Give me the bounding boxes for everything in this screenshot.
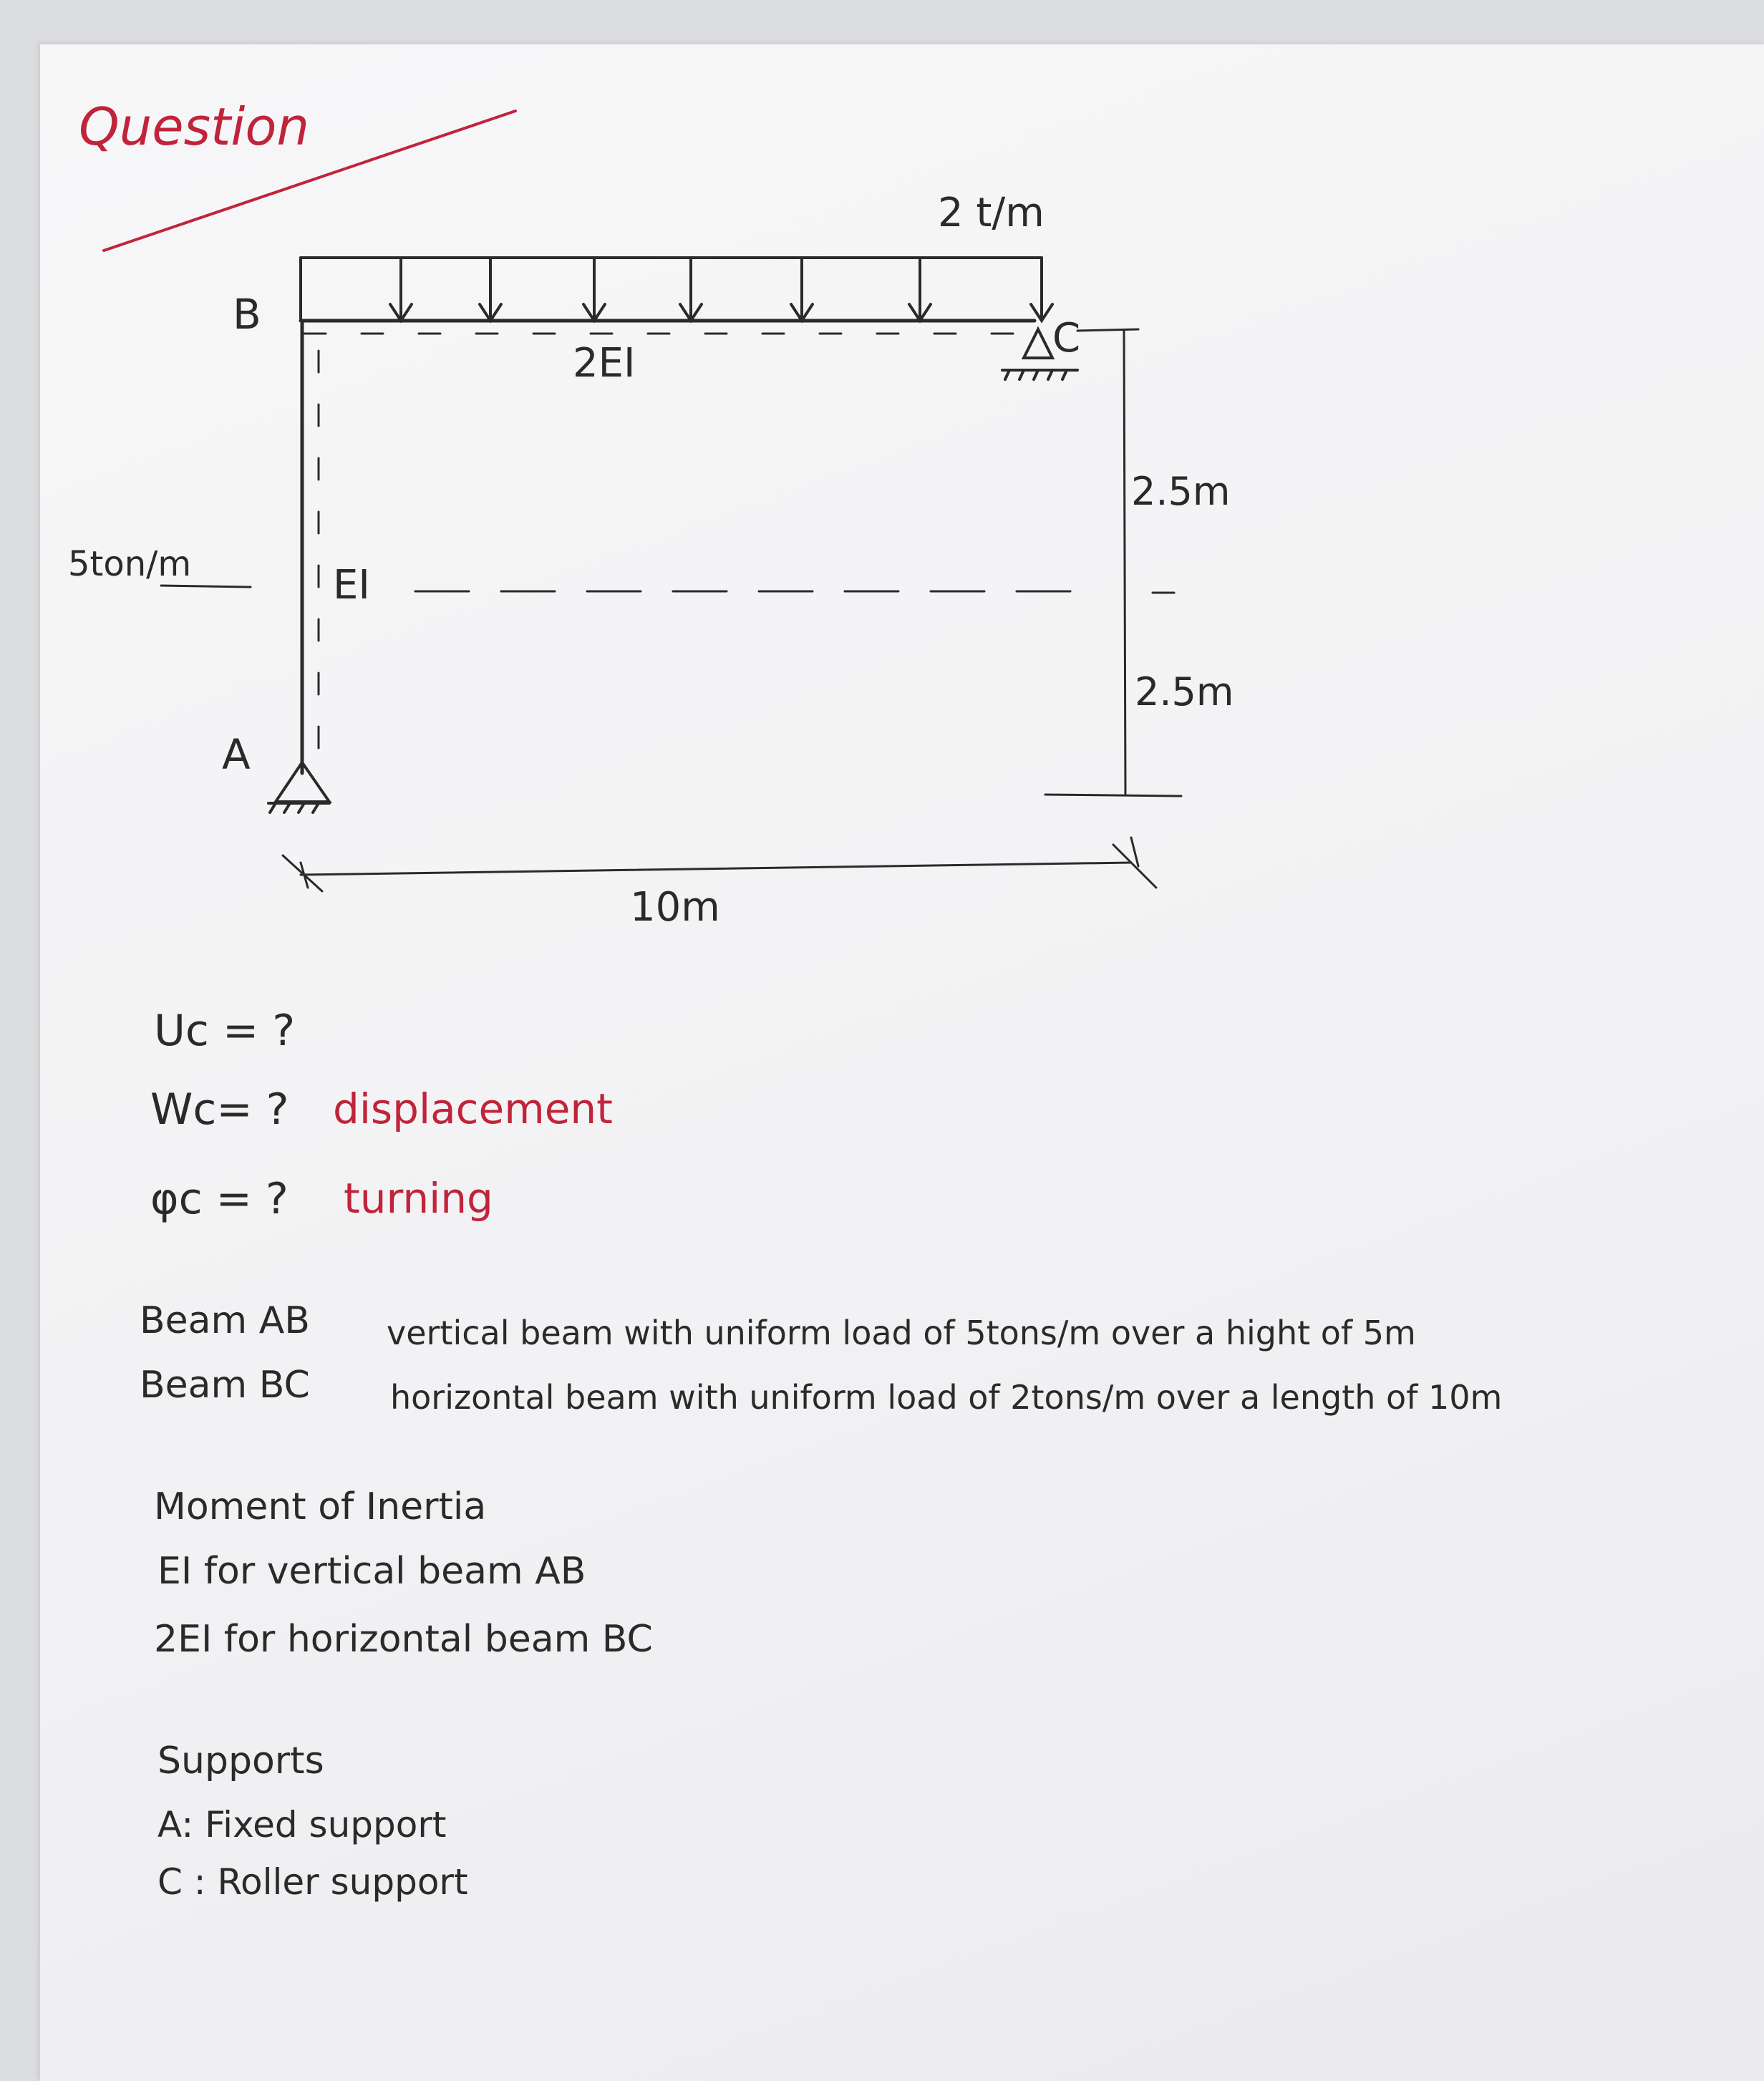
dim-right-bottom-tick xyxy=(1044,793,1183,797)
beam-bc-name: Beam BC xyxy=(140,1364,310,1407)
supports-title: Supports xyxy=(158,1740,324,1782)
left-load-leader xyxy=(160,584,252,588)
dim-lower-label: 2.5m xyxy=(1135,669,1234,714)
label-a: A xyxy=(222,730,251,779)
supports-line-a: A: Fixed support xyxy=(158,1804,447,1845)
paper-sheet xyxy=(40,44,1764,2081)
dim-span-right-tick2 xyxy=(1130,836,1140,868)
dim-span-line xyxy=(299,861,1133,876)
heading-question: Question xyxy=(79,97,310,157)
stiffness-vertical-label: EI xyxy=(333,562,370,608)
dim-span-label: 10m xyxy=(630,884,720,931)
question-uc: Uc = ? xyxy=(154,1006,296,1056)
inertia-title: Moment of Inertia xyxy=(154,1485,487,1528)
support-c-symbol xyxy=(1001,326,1079,381)
dim-span-right-tick1 xyxy=(1112,843,1158,889)
beam-ab-desc: vertical beam with uniform load of 5tons… xyxy=(387,1314,1416,1352)
question-wc: Wc= ? xyxy=(150,1085,289,1135)
label-c: C xyxy=(1052,315,1081,362)
load-arrows xyxy=(389,256,1054,324)
supports-line-c: C : Roller support xyxy=(158,1861,468,1903)
load-left-label: 5ton/m xyxy=(68,544,192,584)
question-phic: φc = ? xyxy=(150,1174,289,1224)
dim-upper-label: 2.5m xyxy=(1131,469,1231,514)
inertia-line-1: EI for vertical beam AB xyxy=(158,1550,586,1593)
question-wc-note: displacement xyxy=(333,1085,613,1133)
inertia-line-2: 2EI for horizontal beam BC xyxy=(154,1618,653,1661)
stiffness-horizontal-label: 2EI xyxy=(573,340,636,387)
heading-strike-line xyxy=(102,110,517,252)
load-top-label: 2 t/m xyxy=(938,190,1045,236)
dim-right-line xyxy=(1123,329,1127,796)
label-b: B xyxy=(233,290,261,339)
dim-right-top-tick xyxy=(1076,328,1140,332)
dim-span-left-tick2 xyxy=(299,861,309,889)
dim-span-left-tick1 xyxy=(281,854,324,893)
support-a-symbol xyxy=(267,760,332,814)
question-phic-note: turning xyxy=(344,1174,493,1223)
beam-ab-name: Beam AB xyxy=(140,1299,310,1342)
beam-bc-desc: horizontal beam with uniform load of 2to… xyxy=(390,1378,1503,1417)
